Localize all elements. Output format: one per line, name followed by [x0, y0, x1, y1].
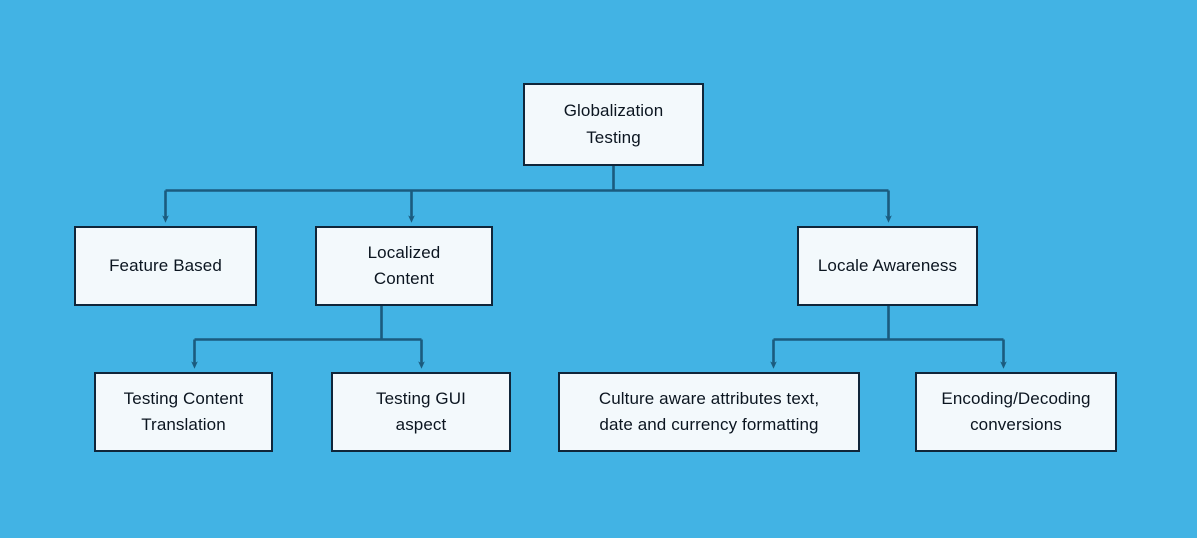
node-locale-awareness[interactable]: Locale Awareness	[797, 226, 978, 306]
node-culture-aware-attributes[interactable]: Culture aware attributes text, date and …	[558, 372, 860, 452]
node-testing-gui-aspect[interactable]: Testing GUI aspect	[331, 372, 511, 452]
node-encoding-decoding-conversions[interactable]: Encoding/Decoding conversions	[915, 372, 1117, 452]
node-testing-content-translation[interactable]: Testing Content Translation	[94, 372, 273, 452]
node-localized-content[interactable]: Localized Content	[315, 226, 493, 306]
node-globalization-testing[interactable]: Globalization Testing	[523, 83, 704, 166]
node-feature-based[interactable]: Feature Based	[74, 226, 257, 306]
